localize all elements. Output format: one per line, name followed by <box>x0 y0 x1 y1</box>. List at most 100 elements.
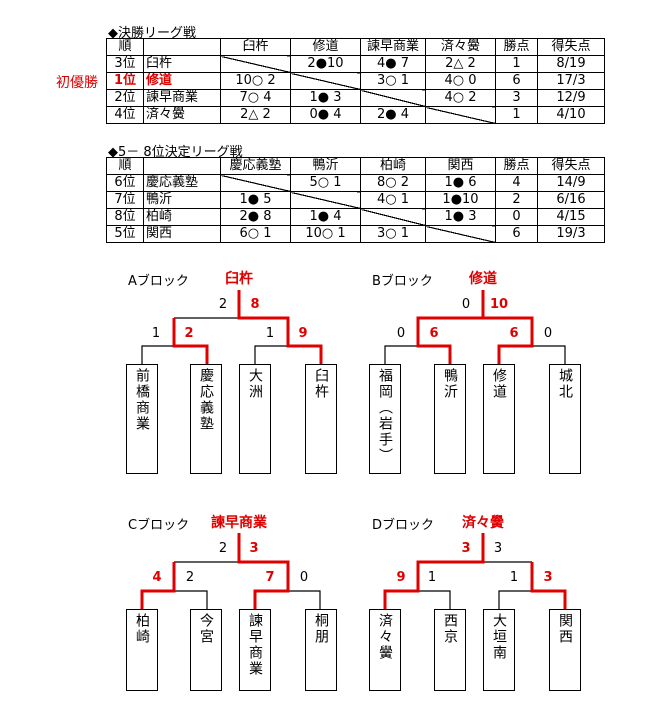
goals-cell: 6/16 <box>537 191 605 209</box>
rank-cell: 3位 <box>106 55 144 73</box>
result-cell: 10○ 2 <box>220 72 291 90</box>
result-cell: 1● 5 <box>220 191 291 209</box>
goals-cell: 14/9 <box>537 174 605 192</box>
team-name: 大洲 <box>247 368 263 400</box>
block-d-label: Dブロック <box>372 518 435 533</box>
block-a-label: Aブロック <box>128 274 189 289</box>
self-match-cell <box>290 72 361 90</box>
team-name: 関西 <box>557 613 573 645</box>
rank-cell: 5位 <box>106 225 144 243</box>
result-cell: 2● 4 <box>360 106 426 124</box>
team-name: 修道 <box>491 368 507 400</box>
team-box: 関西 <box>549 609 581 691</box>
team-name: 今宮 <box>198 613 214 645</box>
team-name: 柏崎 <box>134 613 150 645</box>
table-row: 3位 臼杵 2●10 4● 7 2△ 2 1 8/19 <box>106 55 605 73</box>
team-box: 済々黌 <box>369 609 401 691</box>
header-cell: 済々黌 <box>425 38 496 56</box>
score: 1 <box>427 570 437 585</box>
placement-league-title: ◆5－ 8位決定リーグ戦 <box>108 145 243 160</box>
team-box: 慶応義塾 <box>190 364 222 474</box>
block-a-winner: 臼杵 <box>225 271 253 287</box>
champion-note: 初優勝 <box>56 75 98 91</box>
team-box: 柏崎 <box>126 609 158 691</box>
team-name: 城北 <box>557 368 573 400</box>
team-cell: 諫早商業 <box>143 89 221 107</box>
result-cell: 3○ 1 <box>360 72 426 90</box>
header-cell: 慶応義塾 <box>220 157 291 175</box>
team-name: 済々黌 <box>377 613 393 661</box>
score: 8 <box>250 297 260 312</box>
table-row: 4位 済々黌 2△ 2 0● 4 2● 4 1 4/10 <box>106 106 605 124</box>
block-b-winner: 修道 <box>469 271 497 287</box>
score: 2 <box>184 326 194 341</box>
block-c-label: Cブロック <box>128 518 190 533</box>
table-header-row: 順 慶応義塾 鴨沂 柏崎 関西 勝点 得失点 <box>106 157 605 175</box>
team-box: 前橋商業 <box>126 364 158 474</box>
team-box: 桐朋 <box>305 609 337 691</box>
score: 2 <box>185 570 195 585</box>
team-box: 臼杵 <box>305 364 337 474</box>
score: 10 <box>489 297 509 312</box>
score: 0 <box>396 326 406 341</box>
block-b-label: Bブロック <box>372 274 433 289</box>
score: 7 <box>265 570 275 585</box>
score: 9 <box>396 570 406 585</box>
result-cell: 4○ 2 <box>425 89 496 107</box>
self-match-cell <box>425 106 496 124</box>
score: 9 <box>298 326 308 341</box>
team-name: 大垣南 <box>491 613 507 661</box>
table-row: 2位 諫早商業 7○ 4 1● 3 4○ 2 3 12/9 <box>106 89 605 107</box>
score: 2 <box>218 541 228 556</box>
self-match-cell <box>425 225 496 243</box>
team-cell: 修道 <box>143 72 221 90</box>
score: 1 <box>265 326 275 341</box>
placement-league-table: 順 慶応義塾 鴨沂 柏崎 関西 勝点 得失点 6位 慶応義塾 5○ 1 8○ 2… <box>106 157 605 243</box>
result-cell: 2△ 2 <box>220 106 291 124</box>
score: 3 <box>543 570 553 585</box>
result-cell: 8○ 2 <box>360 174 426 192</box>
table-row: 1位 修道 10○ 2 3○ 1 4○ 0 6 17/3 <box>106 72 605 90</box>
score: 0 <box>461 297 471 312</box>
score: 3 <box>461 541 471 556</box>
team-name: 前橋商業 <box>134 368 150 432</box>
block-d-winner: 済々黌 <box>462 515 504 531</box>
team-box: 諫早商業 <box>239 609 271 691</box>
team-box: 福岡（岩手） <box>369 364 401 474</box>
table-row: 8位 柏崎 2● 8 1● 4 1● 3 0 4/15 <box>106 208 605 226</box>
score: 0 <box>543 326 553 341</box>
header-cell: 得失点 <box>537 157 605 175</box>
score: 3 <box>249 541 259 556</box>
bracket-lines-winner <box>140 290 567 609</box>
team-name: 桐朋 <box>313 613 329 645</box>
header-cell: 勝点 <box>495 157 538 175</box>
team-cell: 関西 <box>143 225 221 243</box>
goals-cell: 4/10 <box>537 106 605 124</box>
goals-cell: 4/15 <box>537 208 605 226</box>
score: 4 <box>152 570 162 585</box>
team-box: 大洲 <box>239 364 271 474</box>
score: 1 <box>509 570 519 585</box>
team-box: 大垣南 <box>483 609 515 691</box>
result-cell: 2● 8 <box>220 208 291 226</box>
team-name: 慶応義塾 <box>198 368 214 432</box>
self-match-cell <box>360 89 426 107</box>
score: 3 <box>493 541 503 556</box>
goals-cell: 19/3 <box>537 225 605 243</box>
table-row: 5位 関西 6○ 1 10○ 1 3○ 1 6 19/3 <box>106 225 605 243</box>
rank-cell: 4位 <box>106 106 144 124</box>
result-cell: 6○ 1 <box>220 225 291 243</box>
team-name: 臼杵 <box>313 368 329 400</box>
score: 0 <box>299 570 309 585</box>
team-box: 鴨沂 <box>434 364 466 474</box>
table-row: 6位 慶応義塾 5○ 1 8○ 2 1● 6 4 14/9 <box>106 174 605 192</box>
self-match-cell <box>220 174 291 192</box>
score: 6 <box>509 326 519 341</box>
score: 6 <box>429 326 439 341</box>
final-league-title: ◆決勝リーグ戦 <box>108 26 196 41</box>
result-cell: 10○ 1 <box>290 225 361 243</box>
block-c-winner: 諫早商業 <box>211 515 267 531</box>
team-box: 修道 <box>483 364 515 474</box>
